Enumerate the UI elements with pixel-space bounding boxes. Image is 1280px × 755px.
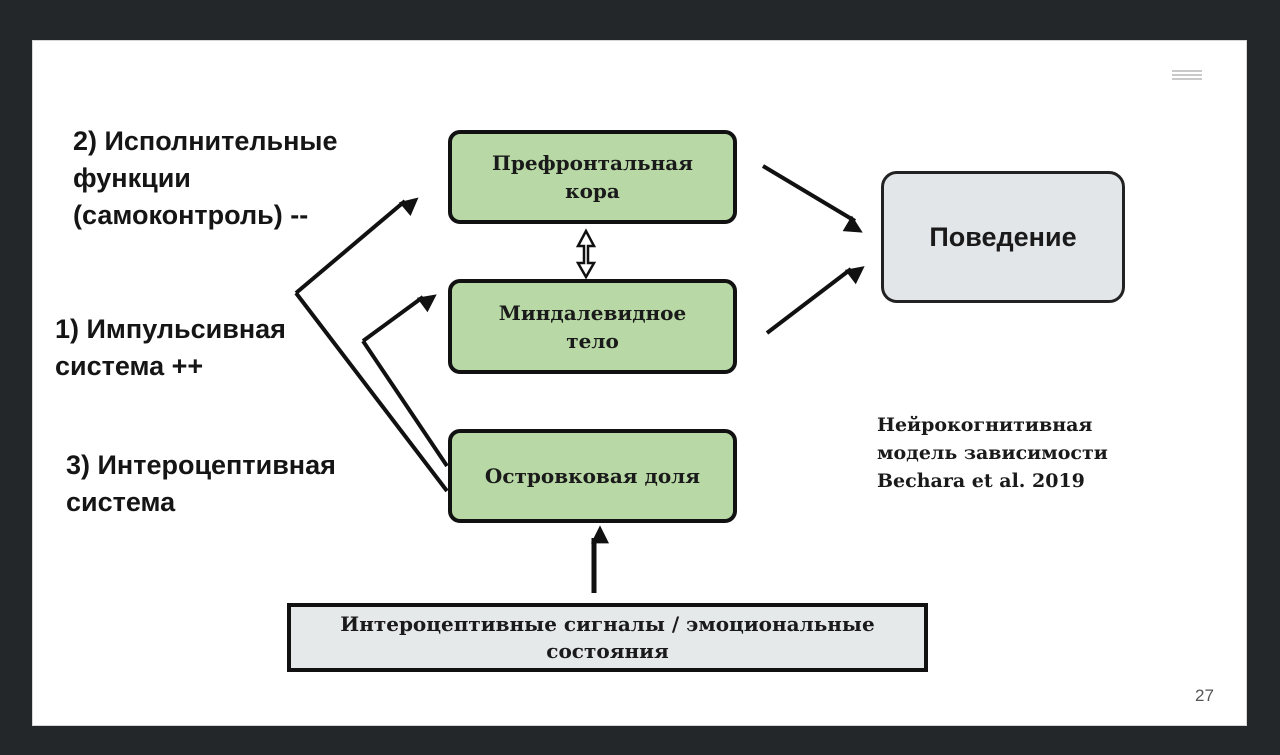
node-insula: Островковая доля [448,429,737,523]
node-prefrontal-cortex: Префронтальная кора [448,130,737,224]
arrow-insula-to-amygdala-upper [361,294,437,343]
arrow-insula-to-amygdala-lower [361,339,449,468]
node-behavior: Поведение [881,171,1125,303]
label-executive-functions: 2) Исполнительные функции (самоконтроль)… [73,126,338,230]
node-interoceptive-signals: Интероцептивные сигналы / эмоциональные … [287,603,928,672]
menu-icon[interactable] [1172,70,1202,80]
node-amygdala: Миндалевидное тело [448,279,737,374]
arrow-insula-to-prefrontal-upper [294,197,419,295]
citation: Нейрокогнитивная модель зависимости Bech… [877,414,1108,492]
arrow-prefrontal-to-behavior [761,164,863,233]
label-interoceptive-system: 3) Интероцептивная система [66,450,336,517]
slide: 2) Исполнительные функции (самоконтроль)… [32,40,1247,726]
arrow-insula-to-prefrontal-lower [294,291,449,493]
arrow-amygdala-to-behavior [765,266,865,335]
label-impulsive-system: 1) Импульсивная система ++ [55,314,286,381]
page-number: 27 [1195,686,1214,705]
bidirectional-arrow-prefrontal-amygdala [575,228,597,280]
connector-arrows [294,164,865,593]
